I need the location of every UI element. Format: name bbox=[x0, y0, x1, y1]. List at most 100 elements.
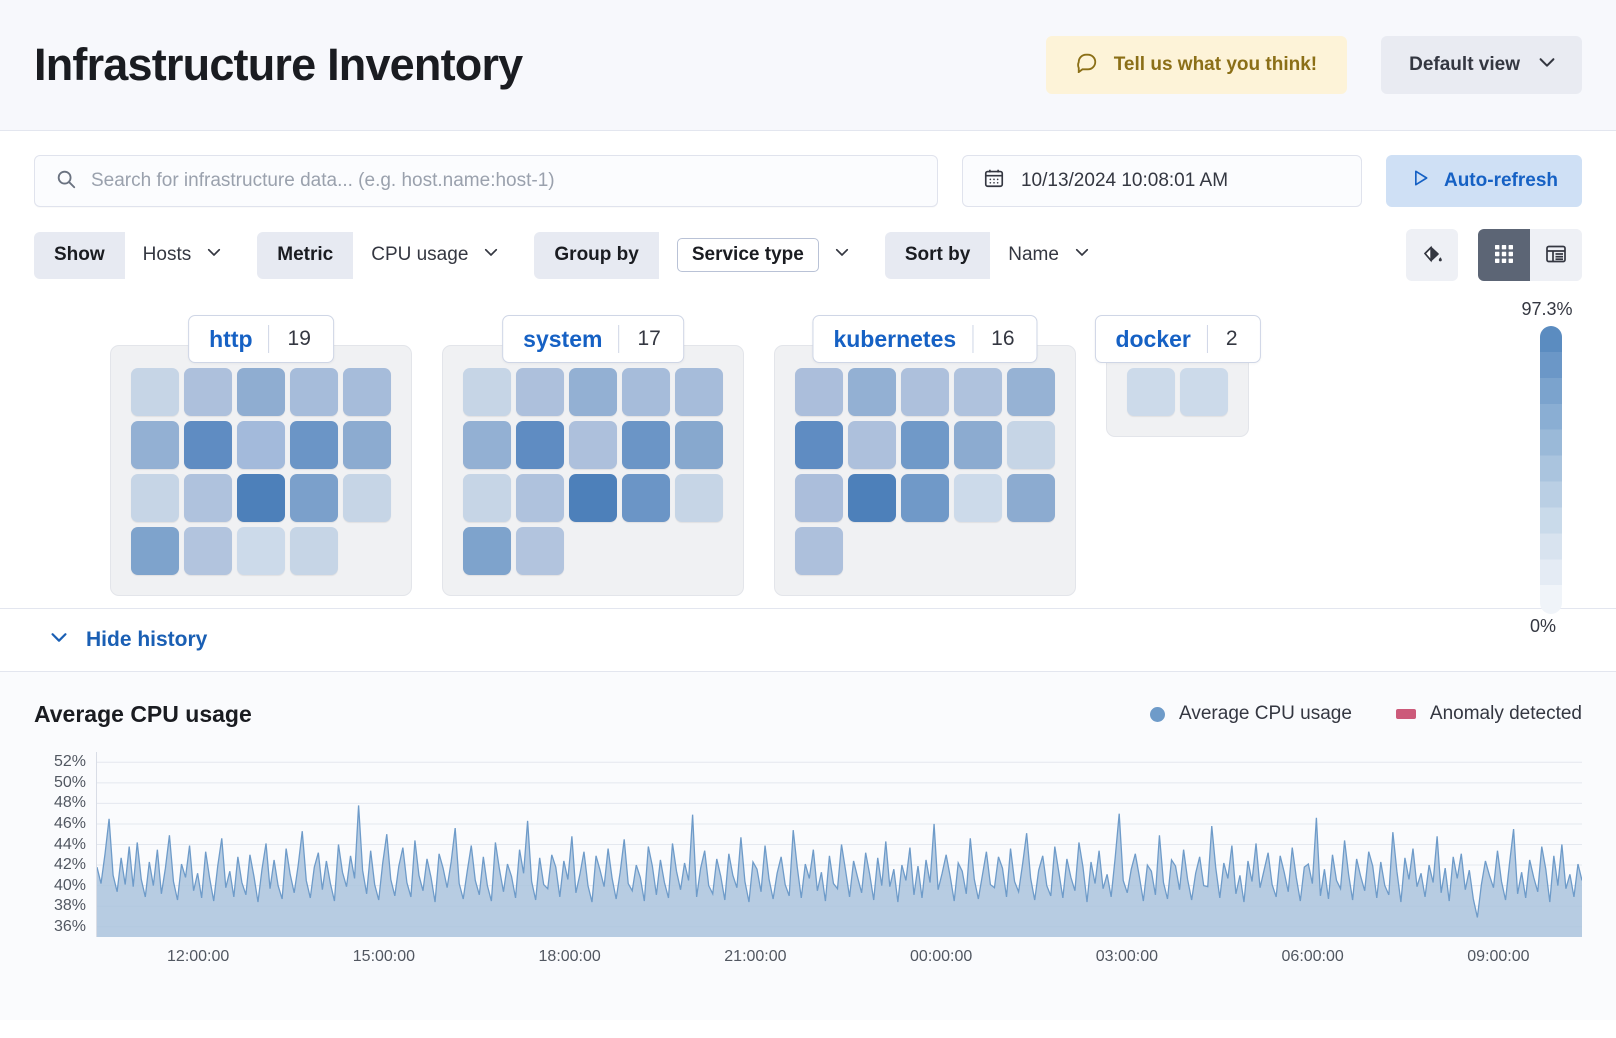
host-tile[interactable] bbox=[237, 527, 285, 575]
auto-refresh-button[interactable]: Auto-refresh bbox=[1385, 155, 1582, 207]
grid-view-toggle[interactable] bbox=[1478, 229, 1530, 281]
host-tile[interactable] bbox=[1007, 421, 1055, 469]
y-axis-labels: 52%50%48%46%44%42%40%38%36% bbox=[34, 752, 86, 937]
host-tile[interactable] bbox=[290, 421, 338, 469]
host-tile[interactable] bbox=[463, 527, 511, 575]
filter-metric-select[interactable]: CPU usage bbox=[353, 232, 518, 279]
host-tile[interactable] bbox=[237, 368, 285, 416]
chevron-down-icon bbox=[1073, 243, 1091, 267]
play-icon bbox=[1410, 168, 1430, 194]
host-tile[interactable] bbox=[184, 474, 232, 522]
divider bbox=[268, 325, 270, 353]
host-tile[interactable] bbox=[131, 527, 179, 575]
host-tile[interactable] bbox=[1007, 474, 1055, 522]
host-tile[interactable] bbox=[569, 421, 617, 469]
x-tick-label: 18:00:00 bbox=[538, 948, 601, 965]
host-tile[interactable] bbox=[622, 421, 670, 469]
host-tile[interactable] bbox=[954, 368, 1002, 416]
host-tile[interactable] bbox=[675, 421, 723, 469]
host-tile[interactable] bbox=[569, 368, 617, 416]
host-tile[interactable] bbox=[1127, 368, 1175, 416]
filter-group-by-select[interactable]: Service type bbox=[659, 232, 869, 279]
host-tile[interactable] bbox=[237, 474, 285, 522]
host-tile[interactable] bbox=[184, 368, 232, 416]
divider bbox=[1206, 325, 1208, 353]
host-tile[interactable] bbox=[184, 421, 232, 469]
host-tile[interactable] bbox=[237, 421, 285, 469]
filter-metric-label: Metric bbox=[257, 231, 354, 279]
legend-item-average-cpu-usage[interactable]: Average CPU usage bbox=[1150, 703, 1352, 725]
group-body bbox=[774, 345, 1076, 596]
table-view-toggle[interactable] bbox=[1530, 229, 1582, 281]
host-tile[interactable] bbox=[1180, 368, 1228, 416]
y-tick-label: 44% bbox=[53, 835, 86, 853]
feedback-button[interactable]: Tell us what you think! bbox=[1045, 36, 1348, 94]
filter-sort-by-select[interactable]: Name bbox=[990, 232, 1109, 279]
host-tile[interactable] bbox=[463, 421, 511, 469]
host-tile[interactable] bbox=[1007, 368, 1055, 416]
legend-max-label: 97.3% bbox=[1521, 299, 1573, 319]
host-tile[interactable] bbox=[516, 474, 564, 522]
host-tile[interactable] bbox=[675, 474, 723, 522]
x-tick-label: 06:00:00 bbox=[1281, 948, 1344, 965]
host-tile[interactable] bbox=[848, 368, 896, 416]
default-view-button[interactable]: Default view bbox=[1381, 36, 1582, 94]
host-tile[interactable] bbox=[622, 474, 670, 522]
host-tile[interactable] bbox=[516, 368, 564, 416]
date-picker[interactable]: 10/13/2024 10:08:01 AM bbox=[961, 155, 1362, 207]
host-tile[interactable] bbox=[848, 474, 896, 522]
host-tile[interactable] bbox=[290, 368, 338, 416]
host-tile[interactable] bbox=[463, 474, 511, 522]
host-tile[interactable] bbox=[516, 421, 564, 469]
host-tile[interactable] bbox=[848, 421, 896, 469]
host-tile[interactable] bbox=[622, 368, 670, 416]
header-actions: Tell us what you think! Default view bbox=[1045, 36, 1582, 94]
filter-show-value: Hosts bbox=[142, 244, 192, 265]
host-tile[interactable] bbox=[795, 421, 843, 469]
host-tile[interactable] bbox=[131, 421, 179, 469]
search-row: Search for infrastructure data... (e.g. … bbox=[34, 155, 1582, 207]
host-tile[interactable] bbox=[901, 368, 949, 416]
host-tile[interactable] bbox=[901, 474, 949, 522]
filter-metric-value: CPU usage bbox=[371, 244, 469, 265]
y-tick-label: 50% bbox=[53, 773, 86, 791]
host-tile[interactable] bbox=[463, 368, 511, 416]
host-tile[interactable] bbox=[290, 527, 338, 575]
legend-item-anomaly-detected[interactable]: Anomaly detected bbox=[1395, 703, 1582, 725]
tile-grid bbox=[795, 368, 1055, 575]
table-view-icon bbox=[1544, 242, 1568, 269]
filter-show-select[interactable]: Hosts bbox=[125, 232, 242, 279]
host-tile[interactable] bbox=[184, 527, 232, 575]
filter-group-by-label: Group by bbox=[534, 231, 659, 279]
host-tile[interactable] bbox=[516, 527, 564, 575]
host-tile[interactable] bbox=[954, 474, 1002, 522]
x-tick-label: 21:00:00 bbox=[724, 948, 787, 965]
legend-label: Anomaly detected bbox=[1429, 703, 1582, 724]
host-tile[interactable] bbox=[954, 421, 1002, 469]
host-tile[interactable] bbox=[131, 368, 179, 416]
host-tile[interactable] bbox=[569, 474, 617, 522]
palette-button[interactable] bbox=[1406, 229, 1458, 281]
host-tile[interactable] bbox=[675, 368, 723, 416]
host-tile[interactable] bbox=[290, 474, 338, 522]
host-tile[interactable] bbox=[131, 474, 179, 522]
host-tile[interactable] bbox=[795, 368, 843, 416]
host-tile[interactable] bbox=[343, 368, 391, 416]
host-tile[interactable] bbox=[343, 421, 391, 469]
chevron-down-icon bbox=[833, 243, 851, 267]
filter-show-label: Show bbox=[34, 231, 125, 279]
host-tile[interactable] bbox=[795, 527, 843, 575]
chart-canvas[interactable] bbox=[96, 752, 1582, 937]
host-tile[interactable] bbox=[343, 474, 391, 522]
hide-history-button[interactable]: Hide history bbox=[48, 626, 207, 654]
host-tile[interactable] bbox=[795, 474, 843, 522]
x-tick-label: 00:00:00 bbox=[910, 948, 973, 965]
search-input[interactable]: Search for infrastructure data... (e.g. … bbox=[34, 155, 938, 207]
host-tile[interactable] bbox=[901, 421, 949, 469]
